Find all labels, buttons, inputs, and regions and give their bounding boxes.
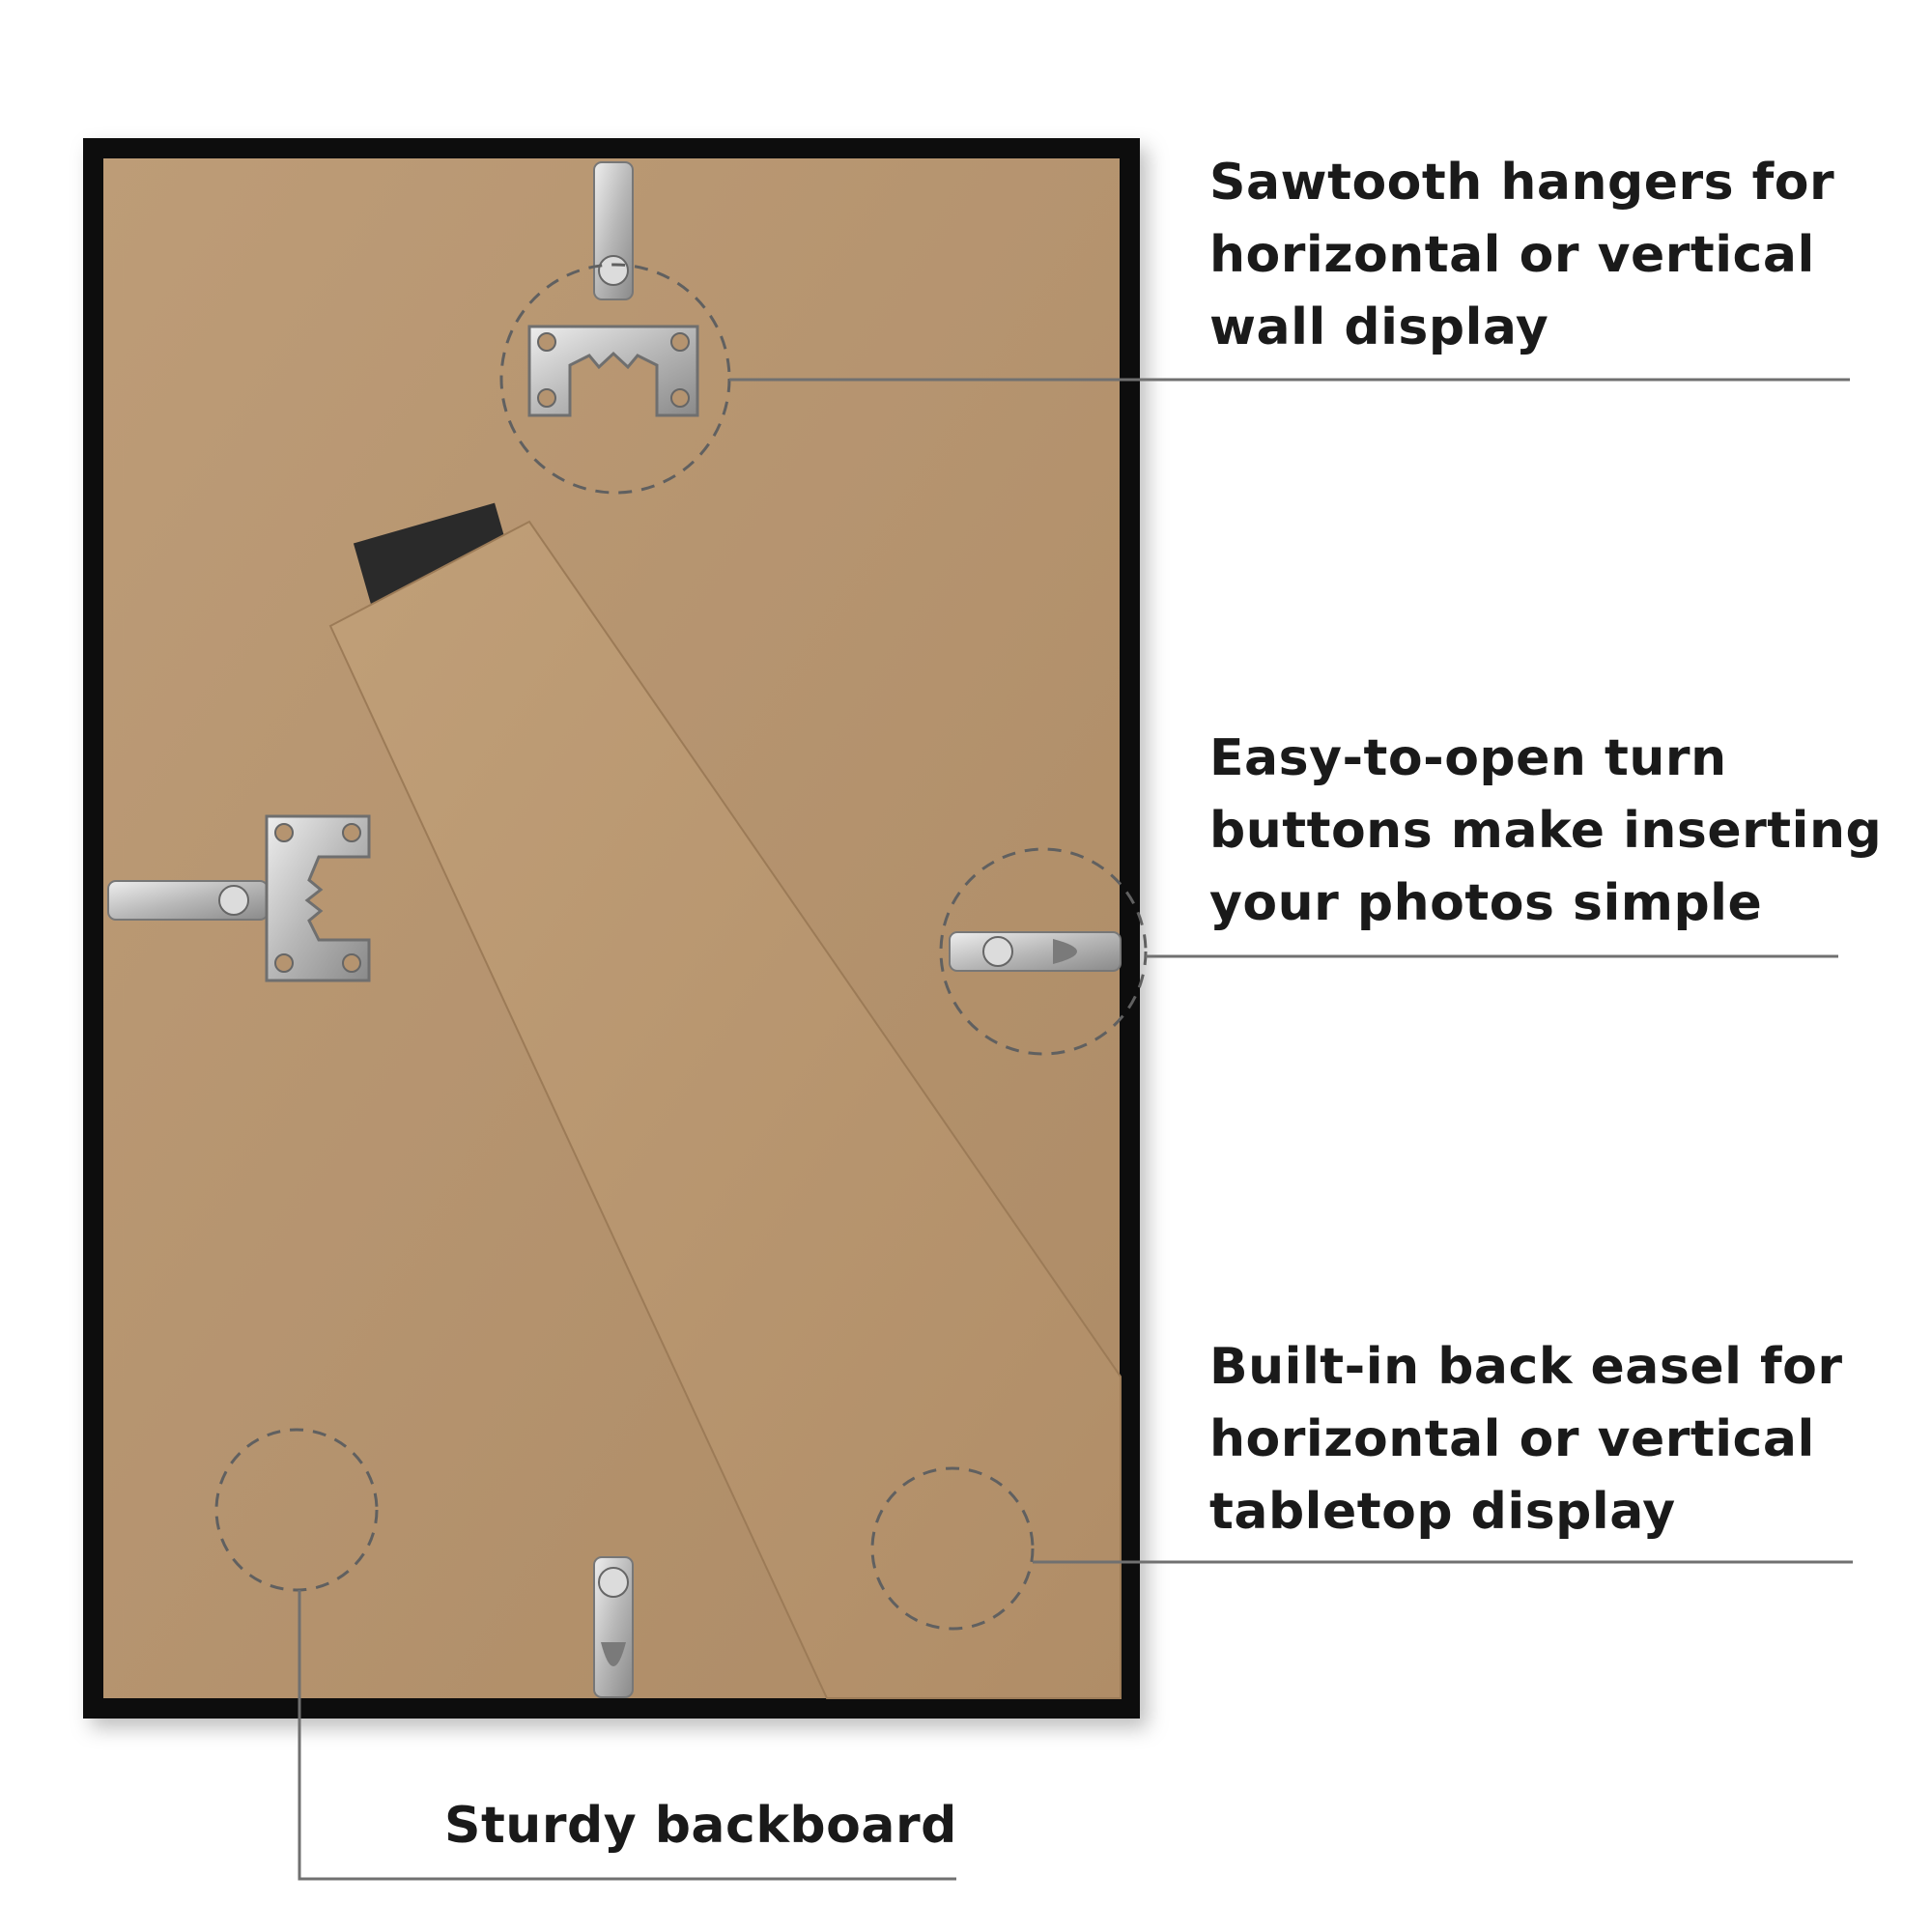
callout-sawtooth-hangers: Sawtooth hangers for horizontal or verti…	[1209, 147, 1834, 364]
highlight-turn-button	[939, 847, 1148, 1056]
sawtooth-hanger-icon	[527, 325, 699, 417]
turn-button-rivet	[218, 885, 249, 916]
highlight-easel	[870, 1466, 1035, 1631]
easel-icon	[328, 520, 1122, 1699]
sawtooth-hanger-icon	[265, 814, 371, 982]
turn-button-rivet	[982, 936, 1013, 967]
turn-button-rivet	[598, 255, 629, 286]
turn-button-right	[949, 931, 1122, 972]
turn-button-bottom	[593, 1556, 634, 1698]
callout-line: tabletop display	[1209, 1483, 1676, 1541]
highlight-backboard	[214, 1428, 379, 1592]
callout-line: Easy-to-open turn	[1209, 729, 1727, 787]
turn-button-icon	[949, 931, 1122, 972]
callout-line: Sturdy backboard	[444, 1797, 957, 1855]
callout-back-easel: Built-in back easel for horizontal or ve…	[1209, 1331, 1843, 1548]
callout-line: horizontal or vertical	[1209, 1410, 1815, 1468]
callout-line: horizontal or vertical	[1209, 226, 1815, 284]
callout-line: Built-in back easel for	[1209, 1338, 1843, 1396]
leader-lines	[298, 378, 1853, 1881]
callout-line: wall display	[1209, 298, 1549, 356]
callout-turn-buttons: Easy-to-open turn buttons make inserting…	[1209, 723, 1882, 940]
leader-line-backboard	[298, 1590, 956, 1881]
callout-line: buttons make inserting	[1209, 802, 1883, 860]
turn-button-rivet	[598, 1567, 629, 1598]
callout-line: Sawtooth hangers for	[1209, 154, 1835, 212]
callout-sturdy-backboard: Sturdy backboard	[444, 1790, 957, 1862]
sawtooth-hanger-left	[107, 814, 371, 982]
easel	[328, 502, 1122, 1699]
callout-line: your photos simple	[1209, 874, 1763, 932]
